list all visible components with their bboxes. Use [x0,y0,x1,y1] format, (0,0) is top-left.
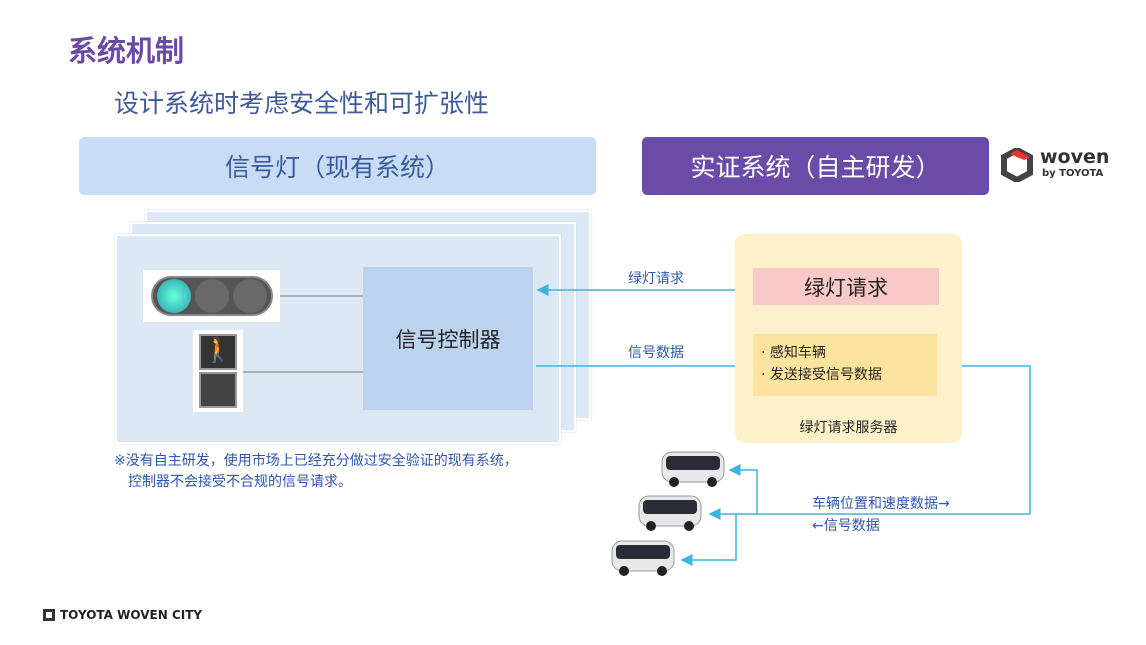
footer-text: TOYOTA WOVEN CITY [60,608,203,622]
demo-system-header: 实证系统（自主研发） [642,137,989,195]
woven-logo: woven by TOYOTA [1000,146,1118,184]
woven-city-icon [43,609,55,621]
pedestrian-light: 🚶 [193,330,243,412]
vehicle-traffic-light [143,270,280,322]
server-label: 绿灯请求服务器 [799,420,898,436]
bus1-arrow [728,464,758,514]
function-item: · 发送接受信号数据 [761,367,882,383]
yellow-lamp-icon [195,279,229,313]
woven-logo-icon [1001,148,1033,182]
bus-icon [611,540,675,576]
footer-logo: TOYOTA WOVEN CITY [43,608,202,622]
logo-text: woven [1040,146,1110,168]
footnote-line: ※没有自主研发，使用市场上已经充分做过安全验证的现有系统， [114,453,518,469]
green-pedestrian-icon [199,372,237,408]
bus3-arrow [680,514,737,566]
page-subtitle: 设计系统时考虑安全性和可扩张性 [114,89,490,118]
vehicle-data-label: 车辆位置和速度数据→ [812,496,950,512]
vehicle-data-arrow [938,360,1031,514]
green-lamp-icon [157,279,191,313]
bus-icon [638,495,702,531]
existing-system-header: 信号灯（现有系统） [79,137,596,195]
green-request-label: 绿灯请求 [628,271,684,287]
red-lamp-icon [233,279,267,313]
red-pedestrian-icon: 🚶 [199,334,237,370]
green-request-box: 绿灯请求 [753,268,939,305]
signal-back-label: ←信号数据 [812,518,880,534]
server-functions: · 感知车辆 · 发送接受信号数据 [753,334,937,396]
logo-subtext: by TOYOTA [1042,168,1104,179]
signal-data-label: 信号数据 [628,345,684,361]
page-title: 系统机制 [68,34,185,68]
function-item: · 感知车辆 [761,345,826,361]
footnote: ※没有自主研发，使用市场上已经充分做过安全验证的现有系统， 控制器不会接受不合规… [114,451,518,493]
footnote-line: 控制器不会接受不合规的信号请求。 [128,474,352,490]
bus-icon [661,451,725,487]
signal-controller: 信号控制器 [363,267,533,410]
